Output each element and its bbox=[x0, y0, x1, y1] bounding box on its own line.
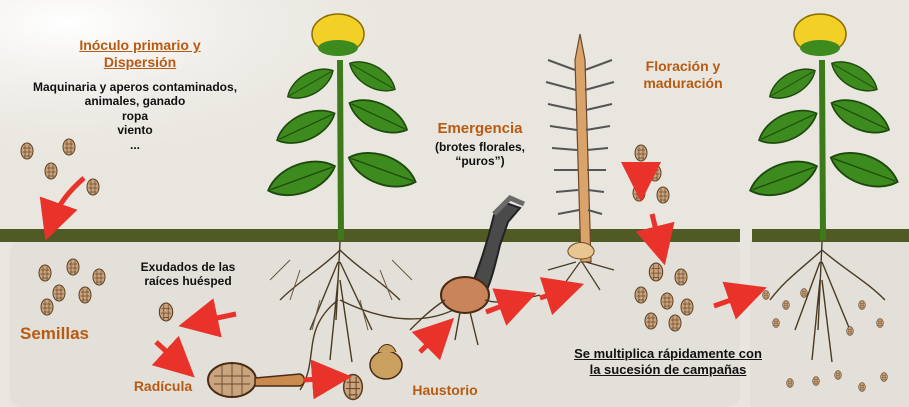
flowering-maturation-label: Floración y maduración bbox=[628, 58, 738, 92]
primary-inoculum-title: Inóculo primario y Dispersión bbox=[30, 37, 250, 71]
dispersal-item: viento bbox=[10, 123, 260, 137]
ground-line-right bbox=[752, 229, 909, 242]
emergence-title: Emergencia bbox=[420, 120, 540, 138]
dispersal-item: Maquinaria y aperos contaminados, bbox=[10, 80, 260, 94]
radicle-label: Radícula bbox=[118, 378, 208, 395]
dispersal-item: ... bbox=[10, 138, 260, 152]
haustorium-label: Haustorio bbox=[400, 382, 490, 399]
multiplication-note: Se multiplica rápidamente con la sucesió… bbox=[548, 346, 788, 377]
host-root-exudates-label: Exudados de las raíces huésped bbox=[118, 260, 258, 289]
dispersal-item: ropa bbox=[10, 109, 260, 123]
emergence-subtitle: (brotes florales, “puros”) bbox=[410, 140, 550, 169]
ground-line bbox=[0, 229, 740, 242]
dispersal-means-list: Maquinaria y aperos contaminados, animal… bbox=[10, 80, 260, 152]
dispersal-item: animales, ganado bbox=[10, 94, 260, 108]
seeds-label: Semillas bbox=[20, 324, 130, 344]
